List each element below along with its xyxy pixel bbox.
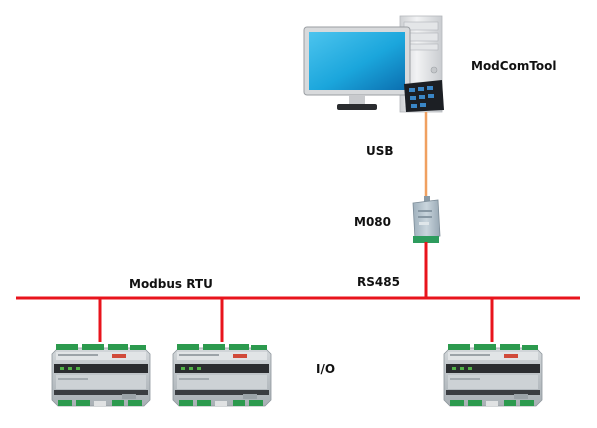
label-m080: M080 xyxy=(354,215,391,229)
io-module-1 xyxy=(51,343,151,407)
label-usb: USB xyxy=(366,144,394,158)
pc-keyboard xyxy=(404,80,444,112)
rs485-bus xyxy=(16,242,580,342)
converter-icon xyxy=(412,196,441,243)
computer-icon xyxy=(303,15,444,113)
io-module-2 xyxy=(172,343,272,407)
label-rs485: RS485 xyxy=(357,275,400,289)
label-modbus-rtu: Modbus RTU xyxy=(129,277,213,291)
label-io: I/O xyxy=(316,362,336,376)
io-module-3 xyxy=(443,343,543,407)
pc-monitor xyxy=(303,26,411,110)
label-modcomtool: ModComTool xyxy=(471,59,557,73)
